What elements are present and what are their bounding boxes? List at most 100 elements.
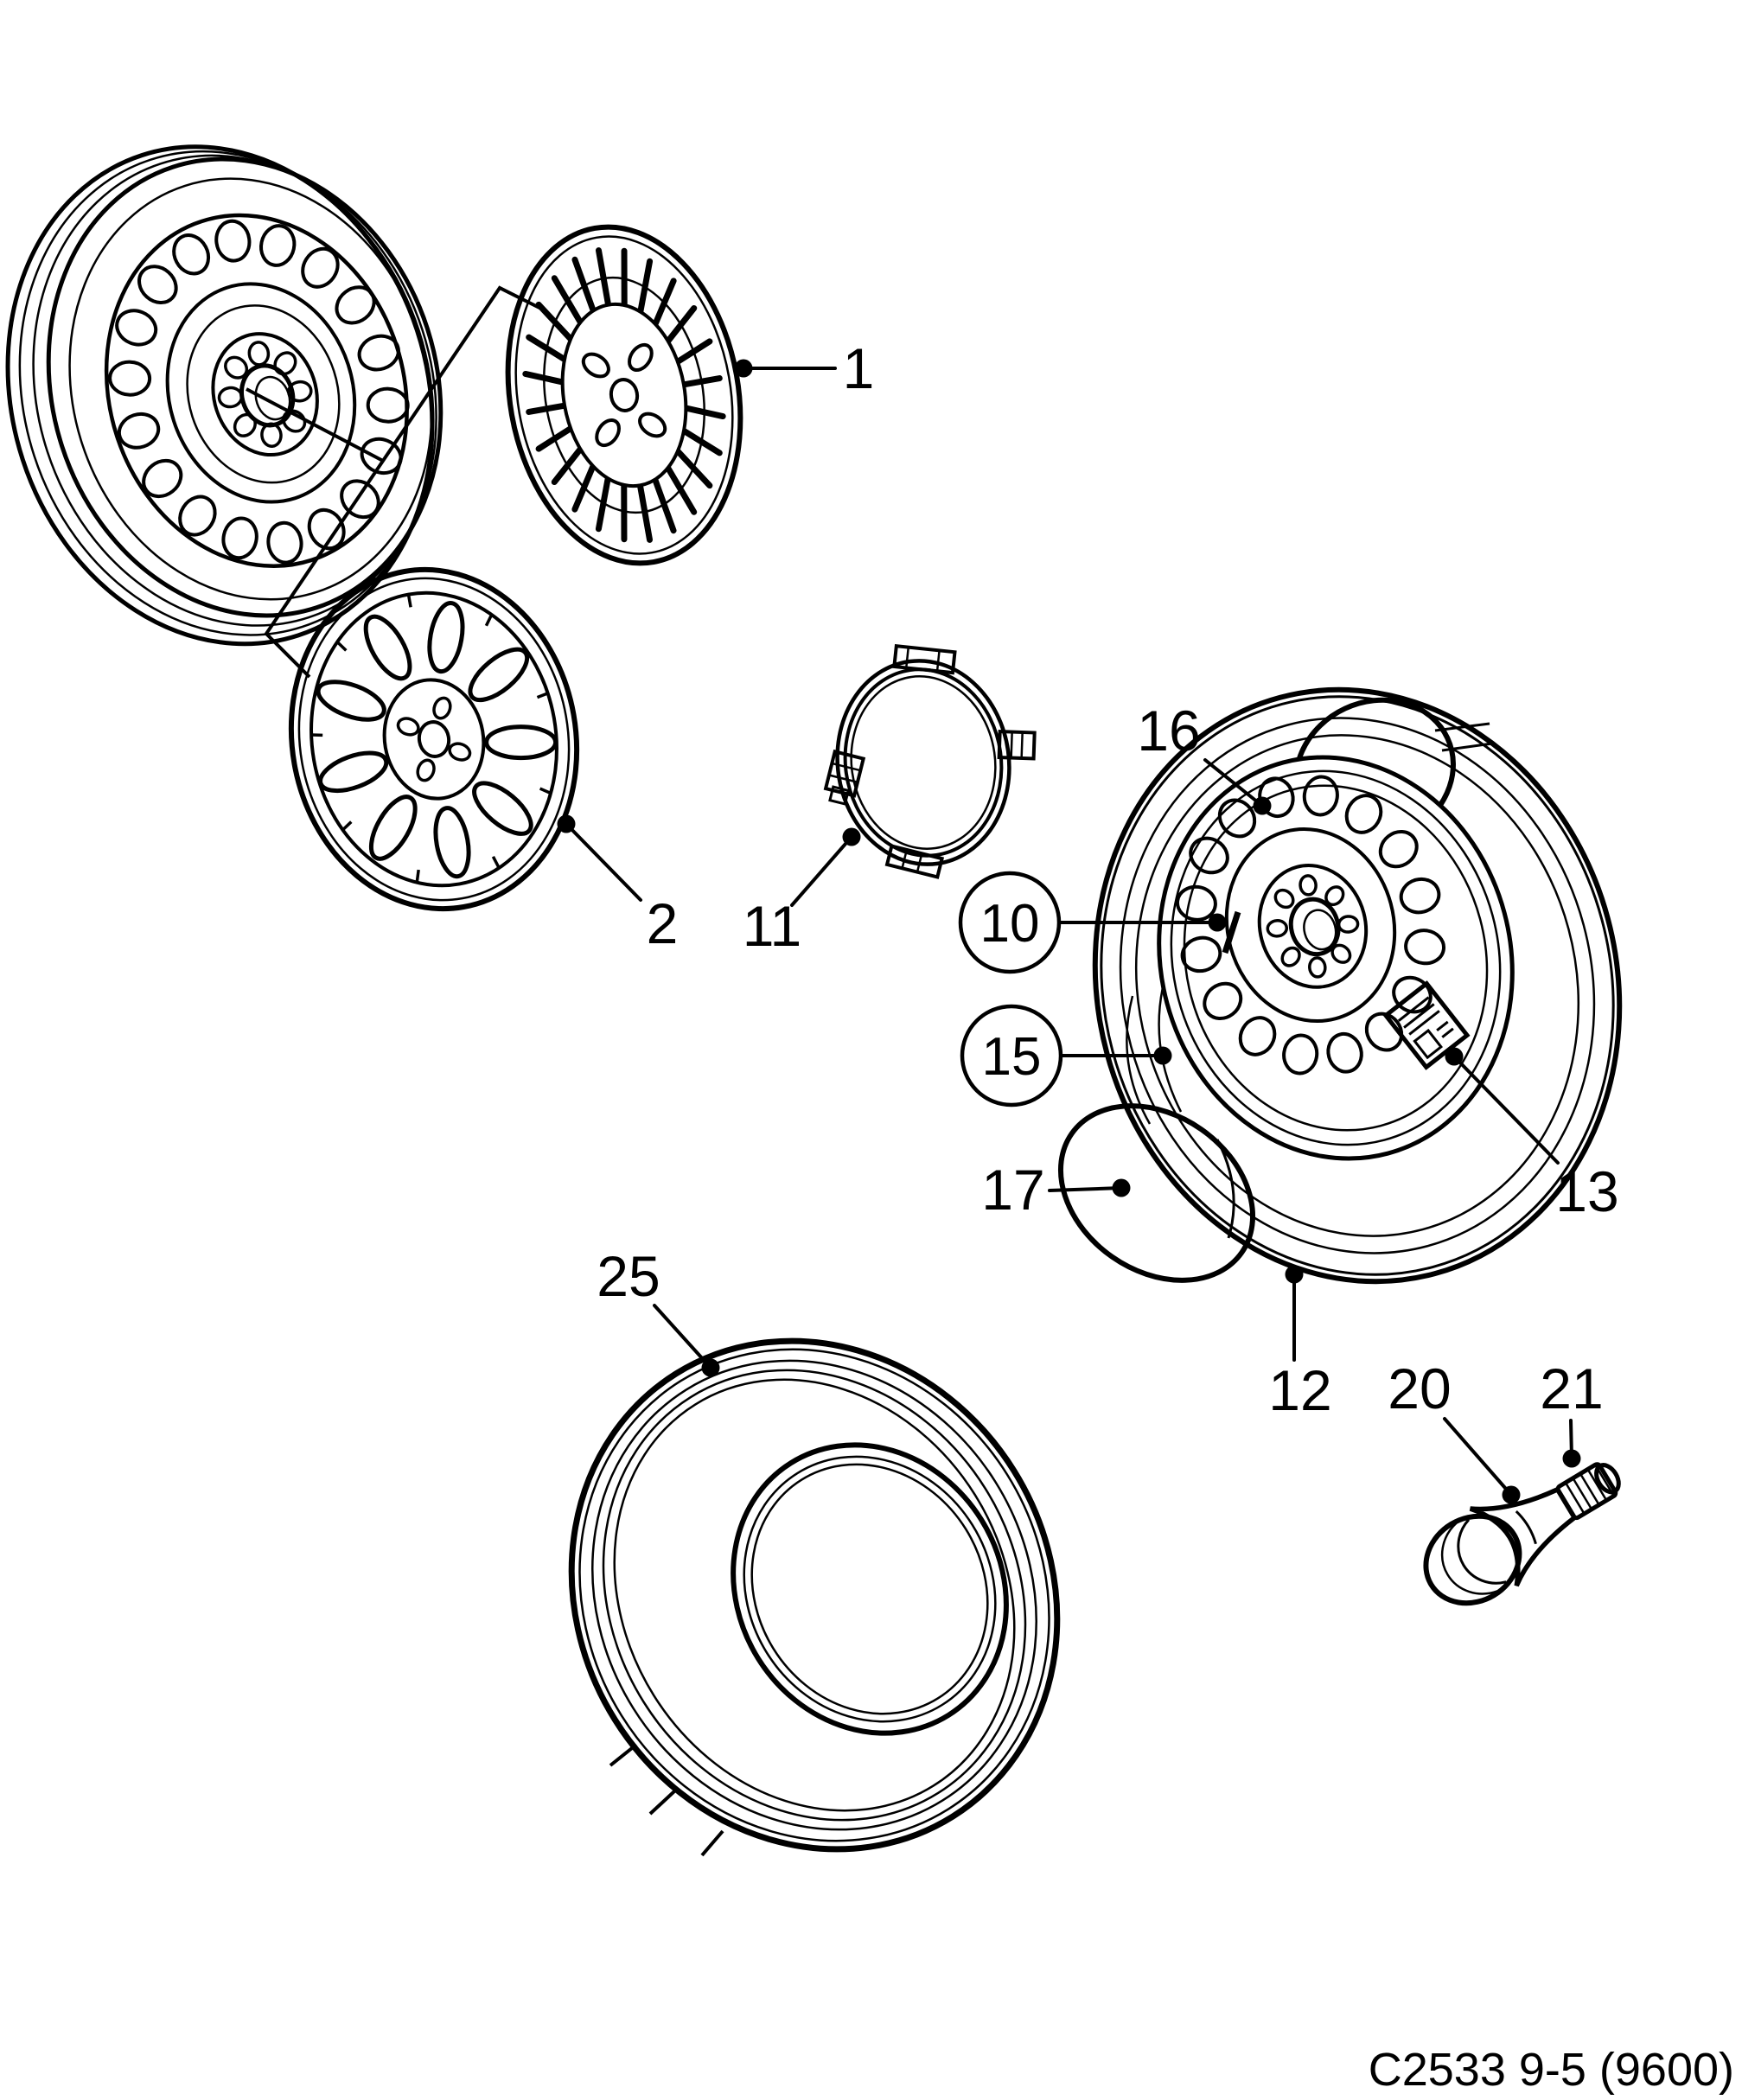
rim-vent-hole — [357, 334, 400, 372]
ring-right-tab — [997, 730, 1037, 761]
cover-bolt-hole — [396, 717, 420, 737]
spare-hub-bolt-hole — [1273, 888, 1295, 910]
rim-balance-mark — [1222, 910, 1241, 954]
spoke-cutout — [368, 795, 418, 861]
rim-vent-hole — [178, 495, 217, 537]
rim-notch — [491, 856, 501, 869]
hub-bolt-hole — [217, 386, 244, 409]
tire-tread-ticks — [609, 1743, 724, 1857]
callout-20-label: 20 — [1388, 1356, 1451, 1420]
spoke-cutout — [433, 806, 471, 879]
tire-ring — [591, 1359, 1037, 1831]
spare-warning-sticker — [1382, 980, 1471, 1070]
leader-25 — [653, 1304, 712, 1369]
spare-vent-hole — [1203, 981, 1243, 1021]
rim-ring — [68, 177, 433, 601]
spare-rim-flange — [1170, 769, 1502, 1146]
tire-ring — [731, 1442, 1009, 1736]
rim-vent-hole — [117, 412, 161, 450]
dot-21 — [1562, 1449, 1581, 1468]
cover-bolt-hole — [595, 418, 621, 448]
callout-10-label: 10 — [980, 894, 1040, 954]
dot-1 — [734, 359, 753, 378]
rim-vent-hole — [137, 265, 178, 305]
spare-vent-hole — [1180, 935, 1222, 973]
spare-vent-hole — [1378, 829, 1419, 869]
spare-center-bore — [1288, 897, 1341, 957]
callout-leaders — [565, 367, 1573, 1497]
leader-13 — [1452, 1055, 1560, 1165]
rim-notch — [536, 692, 549, 699]
spare-tire-ring — [1119, 717, 1596, 1254]
dot-25 — [701, 1358, 720, 1377]
dot-20 — [1502, 1485, 1521, 1504]
spare-vent-hole — [1282, 1033, 1319, 1076]
hub-bolt-hole — [260, 422, 283, 448]
rim-vent-hole — [108, 360, 152, 397]
rim-vent-hole — [266, 520, 303, 565]
cover-bolt-hole — [638, 412, 667, 438]
rim-vent-hole — [172, 233, 211, 276]
spare-tire-ring — [1134, 734, 1580, 1237]
spare-vent-hole — [1238, 1016, 1277, 1056]
rim-notch — [484, 614, 494, 627]
cover-bolt-hole — [448, 742, 472, 762]
rim-ring — [5, 144, 435, 647]
figure-code: C2533 9-5 (9600) — [1369, 2044, 1734, 2096]
valve-stem-body — [1469, 1486, 1578, 1587]
rim-ring — [165, 282, 357, 504]
rim-vent-hole — [301, 246, 340, 289]
rim-vent-hole — [335, 285, 376, 325]
hub-bolt-hole — [233, 412, 257, 437]
hub-bolt-hole — [287, 380, 313, 403]
cover-outer-ring — [288, 566, 580, 912]
valve-rubber-base — [1423, 1513, 1522, 1606]
cover-bolt-hole — [432, 696, 452, 720]
callout-1-label: 1 — [843, 336, 875, 400]
tire-ring — [568, 1337, 1061, 1853]
ring-top-tab — [892, 643, 957, 675]
hub-bolt-hole — [282, 409, 307, 433]
spare-vent-hole — [1364, 1012, 1404, 1052]
spoke-cutout — [427, 601, 465, 674]
ring-clamp-buckle — [823, 749, 866, 806]
rim-notch — [539, 787, 552, 795]
spare-folded-tire-outline — [1092, 686, 1623, 1285]
rim-ring — [211, 332, 319, 457]
leader-20 — [1443, 1417, 1513, 1497]
leader-16 — [1203, 758, 1264, 807]
retaining-ring-drawing — [823, 643, 1037, 879]
callout-13-label: 13 — [1555, 1159, 1618, 1223]
rim-notch — [406, 594, 412, 608]
cover-bolt-hole — [628, 342, 654, 373]
ring-outer — [835, 659, 1011, 866]
leader-17 — [1048, 1186, 1123, 1192]
cover-bolt-hole — [581, 352, 610, 379]
rim-notch — [415, 869, 420, 883]
valve-cap — [1555, 1462, 1621, 1521]
hub-bolt-hole — [247, 341, 271, 367]
ring-inner — [850, 675, 997, 850]
spoke-cutout — [468, 647, 530, 703]
wheel-cover-spoked-drawing — [288, 566, 580, 912]
spare-vent-hole — [1326, 1031, 1363, 1074]
cover-outer-ring — [505, 224, 743, 566]
dot-15 — [1153, 1046, 1172, 1065]
cover-center-hole — [609, 378, 640, 412]
leader-2 — [565, 822, 642, 902]
spare-bore-detail — [1303, 909, 1337, 951]
tire-ring — [743, 1455, 997, 1723]
rim-vent-hole — [340, 479, 380, 520]
rim-ring — [186, 304, 341, 484]
rim-notch — [311, 733, 323, 737]
wheel-cover-turbine-drawing — [505, 224, 743, 566]
dot-10 — [1208, 913, 1227, 932]
cover-center-disc — [560, 302, 688, 488]
tire-ring — [602, 1369, 1027, 1822]
dot-17 — [1112, 1178, 1131, 1197]
compact-spare-wheel-drawing — [1057, 686, 1623, 1285]
rim-notch — [341, 820, 353, 832]
dot-13 — [1445, 1047, 1464, 1066]
valve-stem-drawing — [1423, 1462, 1621, 1606]
rim-vent-hole — [115, 309, 158, 347]
